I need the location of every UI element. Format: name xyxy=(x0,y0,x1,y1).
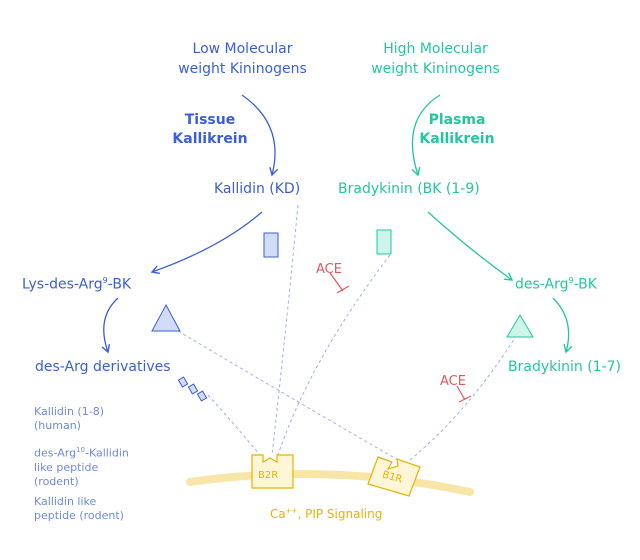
derivative-item-kallidin-1-8: Kallidin (1-8)(human) xyxy=(34,405,104,432)
kallidin-ligand-shape xyxy=(263,232,279,258)
kallidin-label: Kallidin (KD) xyxy=(214,181,301,197)
derivative-fragments-shape xyxy=(177,376,208,402)
des-arg-derivatives-label: des-Arg derivatives xyxy=(35,359,171,375)
b2r-receptor-shape xyxy=(251,454,294,489)
lys-des-arg-bk-label: Lys-des-Arg9-BK xyxy=(22,276,132,293)
arrow-high-to-bradykinin xyxy=(411,94,441,177)
binding-lines xyxy=(167,204,521,461)
bradykinin-ligand-shape xyxy=(376,229,392,255)
arrow-lys-des-arg-to-derivatives xyxy=(101,297,119,354)
b1r-receptor-shape xyxy=(367,456,421,497)
des-arg-bk-ligand-shape xyxy=(506,314,534,338)
arrow-kallidin-to-lys-des-arg xyxy=(150,211,263,275)
arrow-des-arg-to-bk17 xyxy=(552,297,573,354)
ace-label-left: ACE xyxy=(316,262,342,277)
des-arg-bk-label: des-Arg9-BK xyxy=(515,276,597,293)
signaling-label: Ca++, PIP Signaling xyxy=(270,507,383,521)
arrow-bradykinin-to-des-arg xyxy=(427,211,514,281)
derivative-item-des-arg10-kallidin: des-Arg10-Kallidin like peptide(rodent) xyxy=(34,446,129,488)
bradykinin-label: Bradykinin (BK (1-9) xyxy=(338,181,480,197)
cell-membrane xyxy=(186,470,474,496)
bradykinin-1-7-label: Bradykinin (1-7) xyxy=(508,359,621,375)
b2r-label: B2R xyxy=(258,470,279,481)
ace-label-right: ACE xyxy=(440,374,466,389)
arrow-low-to-kallidin xyxy=(241,94,279,177)
ace-inhibition-right xyxy=(456,385,472,403)
ace-inhibition-left xyxy=(329,272,350,294)
lys-des-arg-ligand-shape xyxy=(151,303,181,332)
